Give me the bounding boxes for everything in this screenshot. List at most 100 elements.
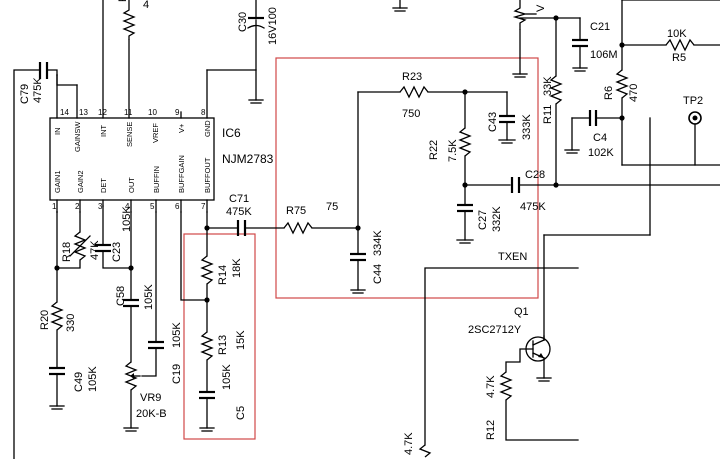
c27-ref: C27 bbox=[477, 210, 489, 230]
r18-ref: R18 bbox=[61, 242, 73, 262]
ic6-body bbox=[49, 117, 215, 201]
c79-val: 475K bbox=[32, 77, 44, 103]
r22-resistor bbox=[458, 127, 472, 157]
ic6: 14 13 12 11 10 9 8 IN GAINSW INT SENSE V… bbox=[49, 0, 274, 213]
c44-ref: C44 bbox=[372, 264, 384, 284]
r5-resistor bbox=[665, 38, 695, 52]
c21-val: 106M bbox=[590, 49, 618, 61]
c30-ref: C30 bbox=[237, 12, 249, 32]
r75-val: 75 bbox=[326, 201, 338, 213]
pin-2-num: 2 bbox=[75, 202, 80, 211]
c58-val: 105K bbox=[143, 284, 155, 310]
c71-val: 475K bbox=[226, 206, 252, 218]
low-res-label: 4.7K bbox=[403, 432, 415, 455]
c5-ref: C5 bbox=[235, 406, 247, 420]
r11-val: 33K bbox=[542, 76, 554, 96]
pin-12-name: INT bbox=[99, 125, 108, 138]
r20-resistor bbox=[50, 301, 64, 331]
pin-9-name: V+ bbox=[177, 123, 186, 133]
c28-ref: C28 bbox=[525, 169, 545, 181]
r12-ref: R12 bbox=[485, 420, 497, 440]
c23-val: 105K bbox=[121, 206, 133, 232]
r11-ref: R11 bbox=[542, 105, 554, 124]
pin-10-name: VREF bbox=[151, 123, 160, 143]
pin-3-name: DET bbox=[99, 178, 108, 193]
r18-val: 47K bbox=[89, 240, 101, 260]
r14-resistor bbox=[200, 255, 214, 285]
r6-resistor bbox=[615, 69, 629, 99]
pin-9-num: 9 bbox=[175, 108, 180, 117]
pin-7-name: BUFFOUT bbox=[203, 157, 212, 193]
ic6-ref: IC6 bbox=[222, 126, 241, 140]
c58-ref: C58 bbox=[115, 286, 127, 306]
buffer-highlight-box bbox=[183, 233, 256, 440]
pin-1-num: 1 bbox=[52, 202, 57, 211]
pin-3-num: 3 bbox=[98, 202, 103, 211]
q1-ref: Q1 bbox=[514, 306, 529, 318]
c30-val: 16V100 bbox=[267, 7, 279, 45]
pin-4-name: OUT bbox=[127, 177, 136, 193]
q1-val: 2SC2712Y bbox=[468, 324, 522, 336]
truncated-v-label: V bbox=[535, 4, 547, 12]
r5-ref: R5 bbox=[672, 52, 686, 64]
truncated-r-label: R bbox=[117, 0, 129, 2]
c21-ref: C21 bbox=[590, 21, 610, 33]
r6-val: 470 bbox=[628, 84, 640, 102]
r5-val: 10K bbox=[667, 28, 687, 40]
r75-ref: R75 bbox=[286, 205, 306, 217]
r6-ref: R6 bbox=[603, 86, 615, 100]
r22-ref: R22 bbox=[428, 140, 440, 160]
pin-10-num: 10 bbox=[148, 108, 157, 117]
r23-val: 750 bbox=[402, 108, 420, 120]
ic6-part: NJM2783 bbox=[222, 152, 274, 166]
r13-resistor bbox=[200, 331, 214, 361]
r20-ref: R20 bbox=[39, 310, 51, 330]
r23-ref: R23 bbox=[402, 71, 422, 83]
pin-1-name: GAIN1 bbox=[53, 170, 62, 193]
r20-val: 330 bbox=[65, 314, 77, 332]
vr9-val: 20K-B bbox=[136, 408, 167, 420]
r12-resistor bbox=[499, 371, 513, 401]
c28-val: 475K bbox=[520, 201, 546, 213]
pin-8-num: 8 bbox=[201, 108, 206, 117]
pin-14-num: 14 bbox=[60, 108, 69, 117]
r12-val: 4.7K bbox=[485, 375, 497, 398]
pin-5-num: 5 bbox=[150, 202, 155, 211]
r13-ref: R13 bbox=[217, 335, 229, 355]
r75-resistor bbox=[283, 221, 313, 235]
tp2-label: TP2 bbox=[683, 95, 703, 107]
c5-val: 105K bbox=[221, 364, 233, 390]
truncated-4-label: 4 bbox=[143, 0, 149, 11]
c27-val: 332K bbox=[491, 206, 503, 232]
c4-val: 102K bbox=[588, 147, 614, 159]
pin-8-name: GND bbox=[203, 120, 212, 137]
c4-ref: C4 bbox=[593, 132, 607, 144]
pin-6-name: BUFFGAIN bbox=[177, 155, 186, 193]
c71-ref: C71 bbox=[229, 193, 249, 205]
filter-highlight-box bbox=[275, 57, 539, 299]
c49-val: 105K bbox=[87, 366, 99, 392]
vr9-ref: VR9 bbox=[140, 392, 161, 404]
pin-14-name: IN bbox=[53, 128, 62, 136]
r13-val: 15K bbox=[235, 330, 247, 350]
r11-resistor bbox=[549, 75, 563, 105]
pin-2-name: GAIN2 bbox=[76, 170, 85, 193]
pin-13-name: GAINSW bbox=[73, 121, 82, 152]
r22-val: 7.5K bbox=[447, 139, 459, 162]
r14-val: 18K bbox=[231, 258, 243, 278]
c43-val: 333K bbox=[521, 114, 533, 140]
c44-val: 334K bbox=[372, 230, 384, 256]
r14-ref: R14 bbox=[217, 265, 229, 285]
int-resistor bbox=[122, 0, 136, 40]
c19-ref: C19 bbox=[171, 364, 183, 384]
c19-val: 105K bbox=[171, 322, 183, 348]
pin-12-num: 12 bbox=[98, 108, 107, 117]
pin-5-name: BUFFIN bbox=[152, 166, 161, 193]
pin-13-num: 13 bbox=[79, 108, 88, 117]
txen-label: TXEN bbox=[498, 251, 527, 263]
c43-ref: C43 bbox=[487, 112, 499, 132]
c49-ref: C49 bbox=[73, 372, 85, 392]
pin-7-num: 7 bbox=[201, 202, 206, 211]
c79-ref: C79 bbox=[19, 84, 31, 104]
